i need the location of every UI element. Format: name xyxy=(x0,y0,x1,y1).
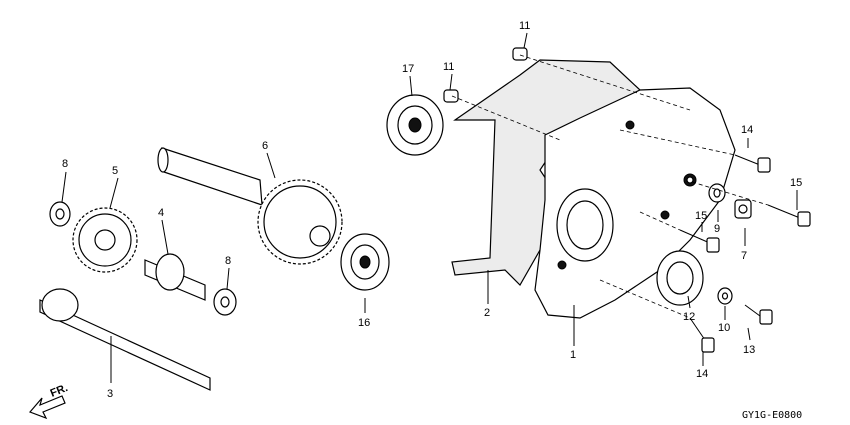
callout-labels: 1 2 3 4 5 6 7 8 8 9 10 11 11 12 13 14 14… xyxy=(62,20,802,400)
bolt-14b-part xyxy=(689,317,715,353)
oil-seal-12-part xyxy=(656,250,704,306)
bolt-15b-part xyxy=(679,229,720,253)
callout-16: 16 xyxy=(358,317,370,329)
bearing-17-part xyxy=(386,94,444,156)
bolt-13-part xyxy=(744,304,773,325)
input-shaft-3-part xyxy=(39,288,211,391)
washer-9-part xyxy=(708,183,726,203)
washer-8a-part xyxy=(49,201,71,227)
bearing-16-part xyxy=(340,233,390,291)
callout-13: 13 xyxy=(743,344,755,356)
callout-2: 2 xyxy=(484,307,490,319)
front-arrow-label: FR. xyxy=(49,382,70,400)
callout-8a: 8 xyxy=(62,158,68,170)
callout-14a: 14 xyxy=(741,124,753,136)
assembly-guide-lines xyxy=(451,54,769,319)
transmission-cover-part xyxy=(534,87,736,319)
callout-6: 6 xyxy=(262,140,268,152)
callout-10: 10 xyxy=(718,322,730,334)
front-direction-arrow: FR. xyxy=(28,382,70,420)
callout-8b: 8 xyxy=(225,255,231,267)
bolt-7-part xyxy=(734,199,752,219)
callout-3: 3 xyxy=(107,388,113,400)
gear-5-part xyxy=(72,207,138,273)
callout-5: 5 xyxy=(112,165,118,177)
callout-17: 17 xyxy=(402,63,414,75)
callout-7: 7 xyxy=(741,250,747,262)
callout-11b: 11 xyxy=(443,61,454,73)
callout-11a: 11 xyxy=(519,20,530,32)
callout-12: 12 xyxy=(683,311,695,323)
bolt-14a-part xyxy=(734,154,771,173)
leader-lines xyxy=(61,32,798,383)
dowel-pin-11b-part xyxy=(443,89,459,103)
callout-15a: 15 xyxy=(790,177,802,189)
dowel-pin-11a-part xyxy=(512,47,528,61)
countershaft-6-part xyxy=(157,147,343,265)
callout-14b: 14 xyxy=(696,368,708,380)
bolt-15a-part xyxy=(767,204,811,227)
callout-1: 1 xyxy=(570,349,576,361)
callout-9: 9 xyxy=(714,223,720,235)
washer-8b-part xyxy=(213,288,237,316)
callout-15b: 15 xyxy=(695,210,707,222)
callout-4: 4 xyxy=(158,207,164,219)
diagram-code: GY1G-E0800 xyxy=(742,410,802,421)
shaft-4-part xyxy=(144,253,206,301)
washer-10-part xyxy=(717,287,733,305)
